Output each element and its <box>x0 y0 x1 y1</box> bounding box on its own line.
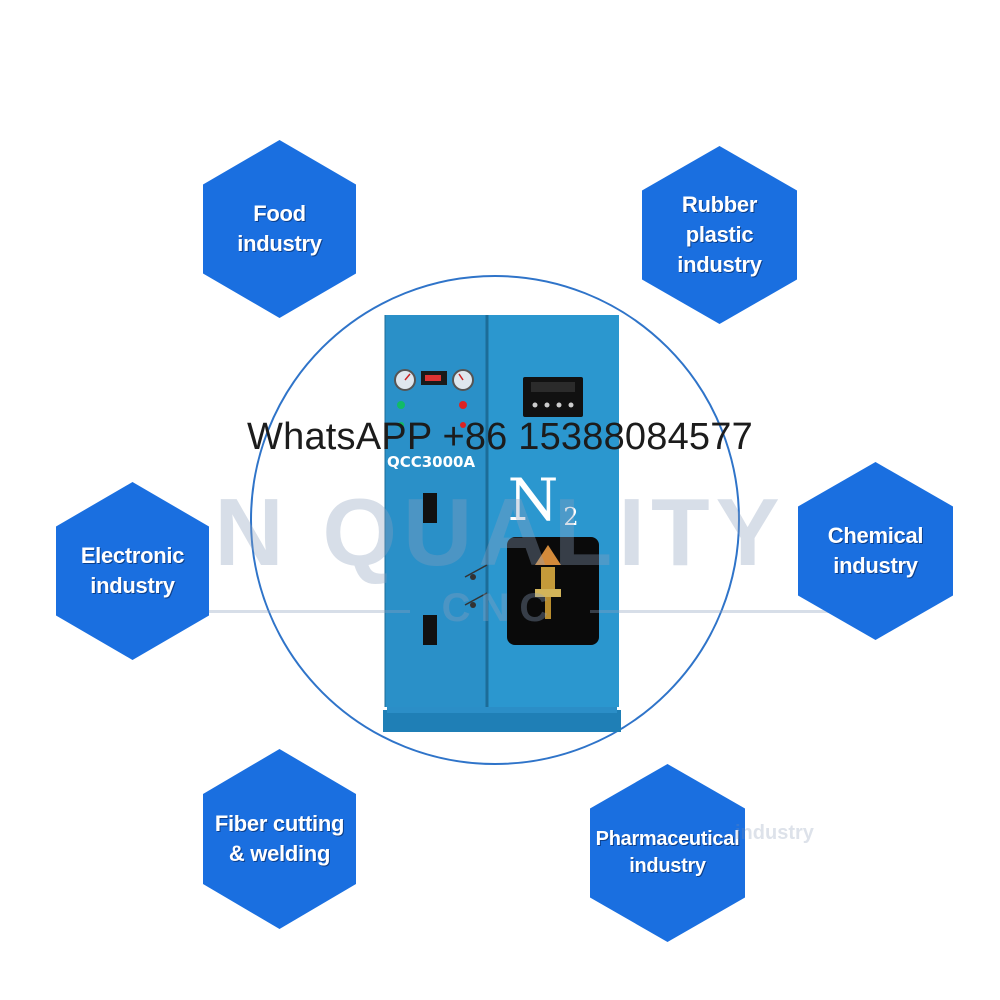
hexagon-rubber-plastic: Rubber plastic industry <box>642 146 797 324</box>
hexagon-pharma-label: Pharmaceutical industry <box>595 828 740 877</box>
hexagon-electronic: Electronic industry <box>56 482 209 660</box>
hexagon-food-label: Food industry <box>237 201 322 256</box>
hexagon-rubber-label: Rubber plastic industry <box>677 192 762 277</box>
hexagon-fiber-label: Fiber cutting & welding <box>214 811 345 866</box>
machine-model-label: QCC3000A <box>387 453 476 471</box>
hexagon-pharmaceutical: Pharmaceutical industry <box>590 764 745 942</box>
nitrogen-machine-image: QCC3000A N 2 <box>383 315 621 732</box>
hexagon-electronic-label: Electronic industry <box>80 543 185 598</box>
hexagon-chemical-label: Chemical industry <box>827 523 924 578</box>
hexagon-fiber-cutting: Fiber cutting & welding <box>203 749 356 929</box>
nitrogen-symbol: N <box>508 466 559 534</box>
hexagon-chemical: Chemical industry <box>798 462 953 640</box>
hexagon-food-industry: Food industry <box>203 140 356 318</box>
nitrogen-subscript: 2 <box>563 503 578 531</box>
center-circle <box>250 275 740 765</box>
whatsapp-contact: WhatsAPP +86 15388084577 <box>247 416 753 458</box>
ghost-industry-text: industry <box>735 822 814 844</box>
